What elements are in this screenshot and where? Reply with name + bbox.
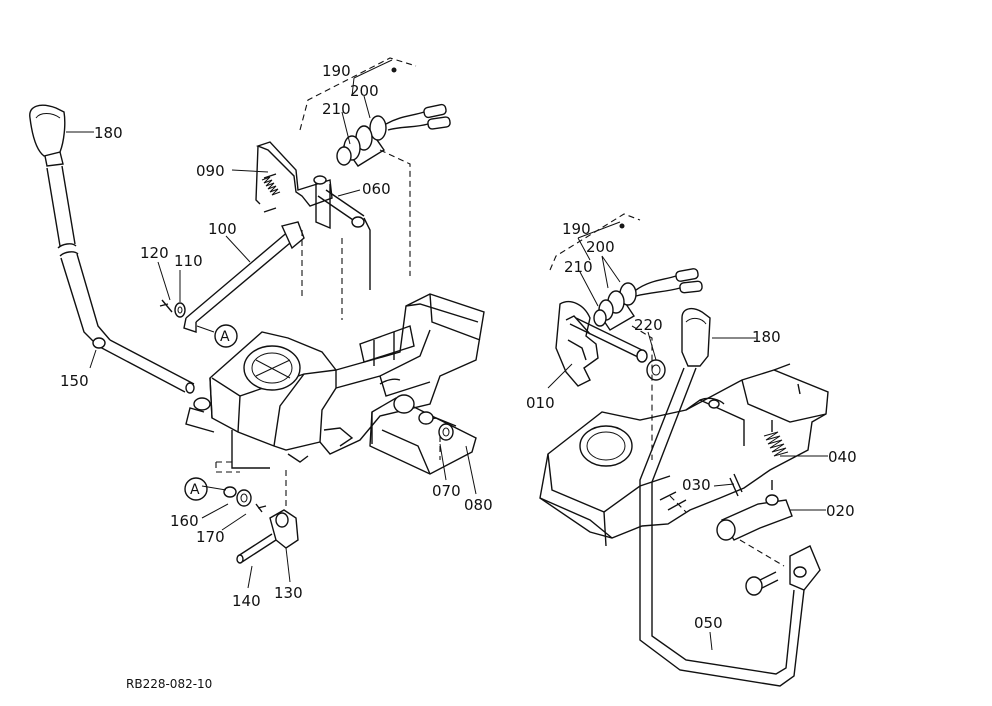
label-010: 010 <box>526 394 555 412</box>
label-120: 120 <box>140 244 169 262</box>
label-100: 100 <box>208 220 237 238</box>
lever-knob-right <box>681 307 711 367</box>
callout-a-top: A <box>220 329 230 345</box>
label-220: 220 <box>634 316 663 334</box>
label-200-right: 200 <box>586 238 615 256</box>
label-180-left: 180 <box>94 124 123 142</box>
safety-switch-right <box>549 213 703 331</box>
label-110: 110 <box>174 252 203 270</box>
left-assembly: A A 190 200 210 180 090 060 1 <box>29 57 493 610</box>
label-060: 060 <box>362 180 391 198</box>
leader-lines-right <box>547 221 828 651</box>
label-150: 150 <box>60 372 89 390</box>
guide-lines-right <box>631 325 785 567</box>
label-190-right: 190 <box>562 220 591 238</box>
label-210-right: 210 <box>564 258 593 276</box>
lever-020 <box>716 494 793 541</box>
label-080: 080 <box>464 496 493 514</box>
lever-shaft-left <box>46 165 195 394</box>
rod-060 <box>317 189 371 290</box>
frame-left <box>185 293 485 469</box>
label-040: 040 <box>828 448 857 466</box>
right-assembly: 190 200 210 220 180 010 040 030 020 050 <box>526 213 857 687</box>
lever-knob-left <box>29 104 66 167</box>
label-050: 050 <box>694 614 723 632</box>
washer-110 <box>159 299 186 318</box>
label-030: 030 <box>682 476 711 494</box>
label-070: 070 <box>432 482 461 500</box>
label-020: 020 <box>826 502 855 520</box>
guide-lines-left <box>215 149 441 510</box>
label-190-left: 190 <box>322 62 351 80</box>
frame-right <box>539 363 829 547</box>
bracket-080 <box>369 394 477 475</box>
spring-040 <box>763 420 789 490</box>
label-210-left: 210 <box>322 100 351 118</box>
label-160: 160 <box>170 512 199 530</box>
label-200-left: 200 <box>350 82 379 100</box>
bracket-090 <box>255 141 333 230</box>
safety-switch-left <box>299 57 451 167</box>
label-140: 140 <box>232 592 261 610</box>
callout-a-bottom: A <box>190 482 200 498</box>
label-180-right: 180 <box>752 328 781 346</box>
lower-parts-left <box>223 486 299 564</box>
label-130: 130 <box>274 584 303 602</box>
reference-code: RB228-082-10 <box>126 677 212 691</box>
leader-lines-left <box>66 59 477 589</box>
pin-030 <box>729 473 743 497</box>
callout-circle-a-top <box>214 324 238 348</box>
label-170: 170 <box>196 528 225 546</box>
rod-100 <box>183 221 305 333</box>
callout-circle-a-bottom <box>184 477 208 501</box>
label-090: 090 <box>196 162 225 180</box>
